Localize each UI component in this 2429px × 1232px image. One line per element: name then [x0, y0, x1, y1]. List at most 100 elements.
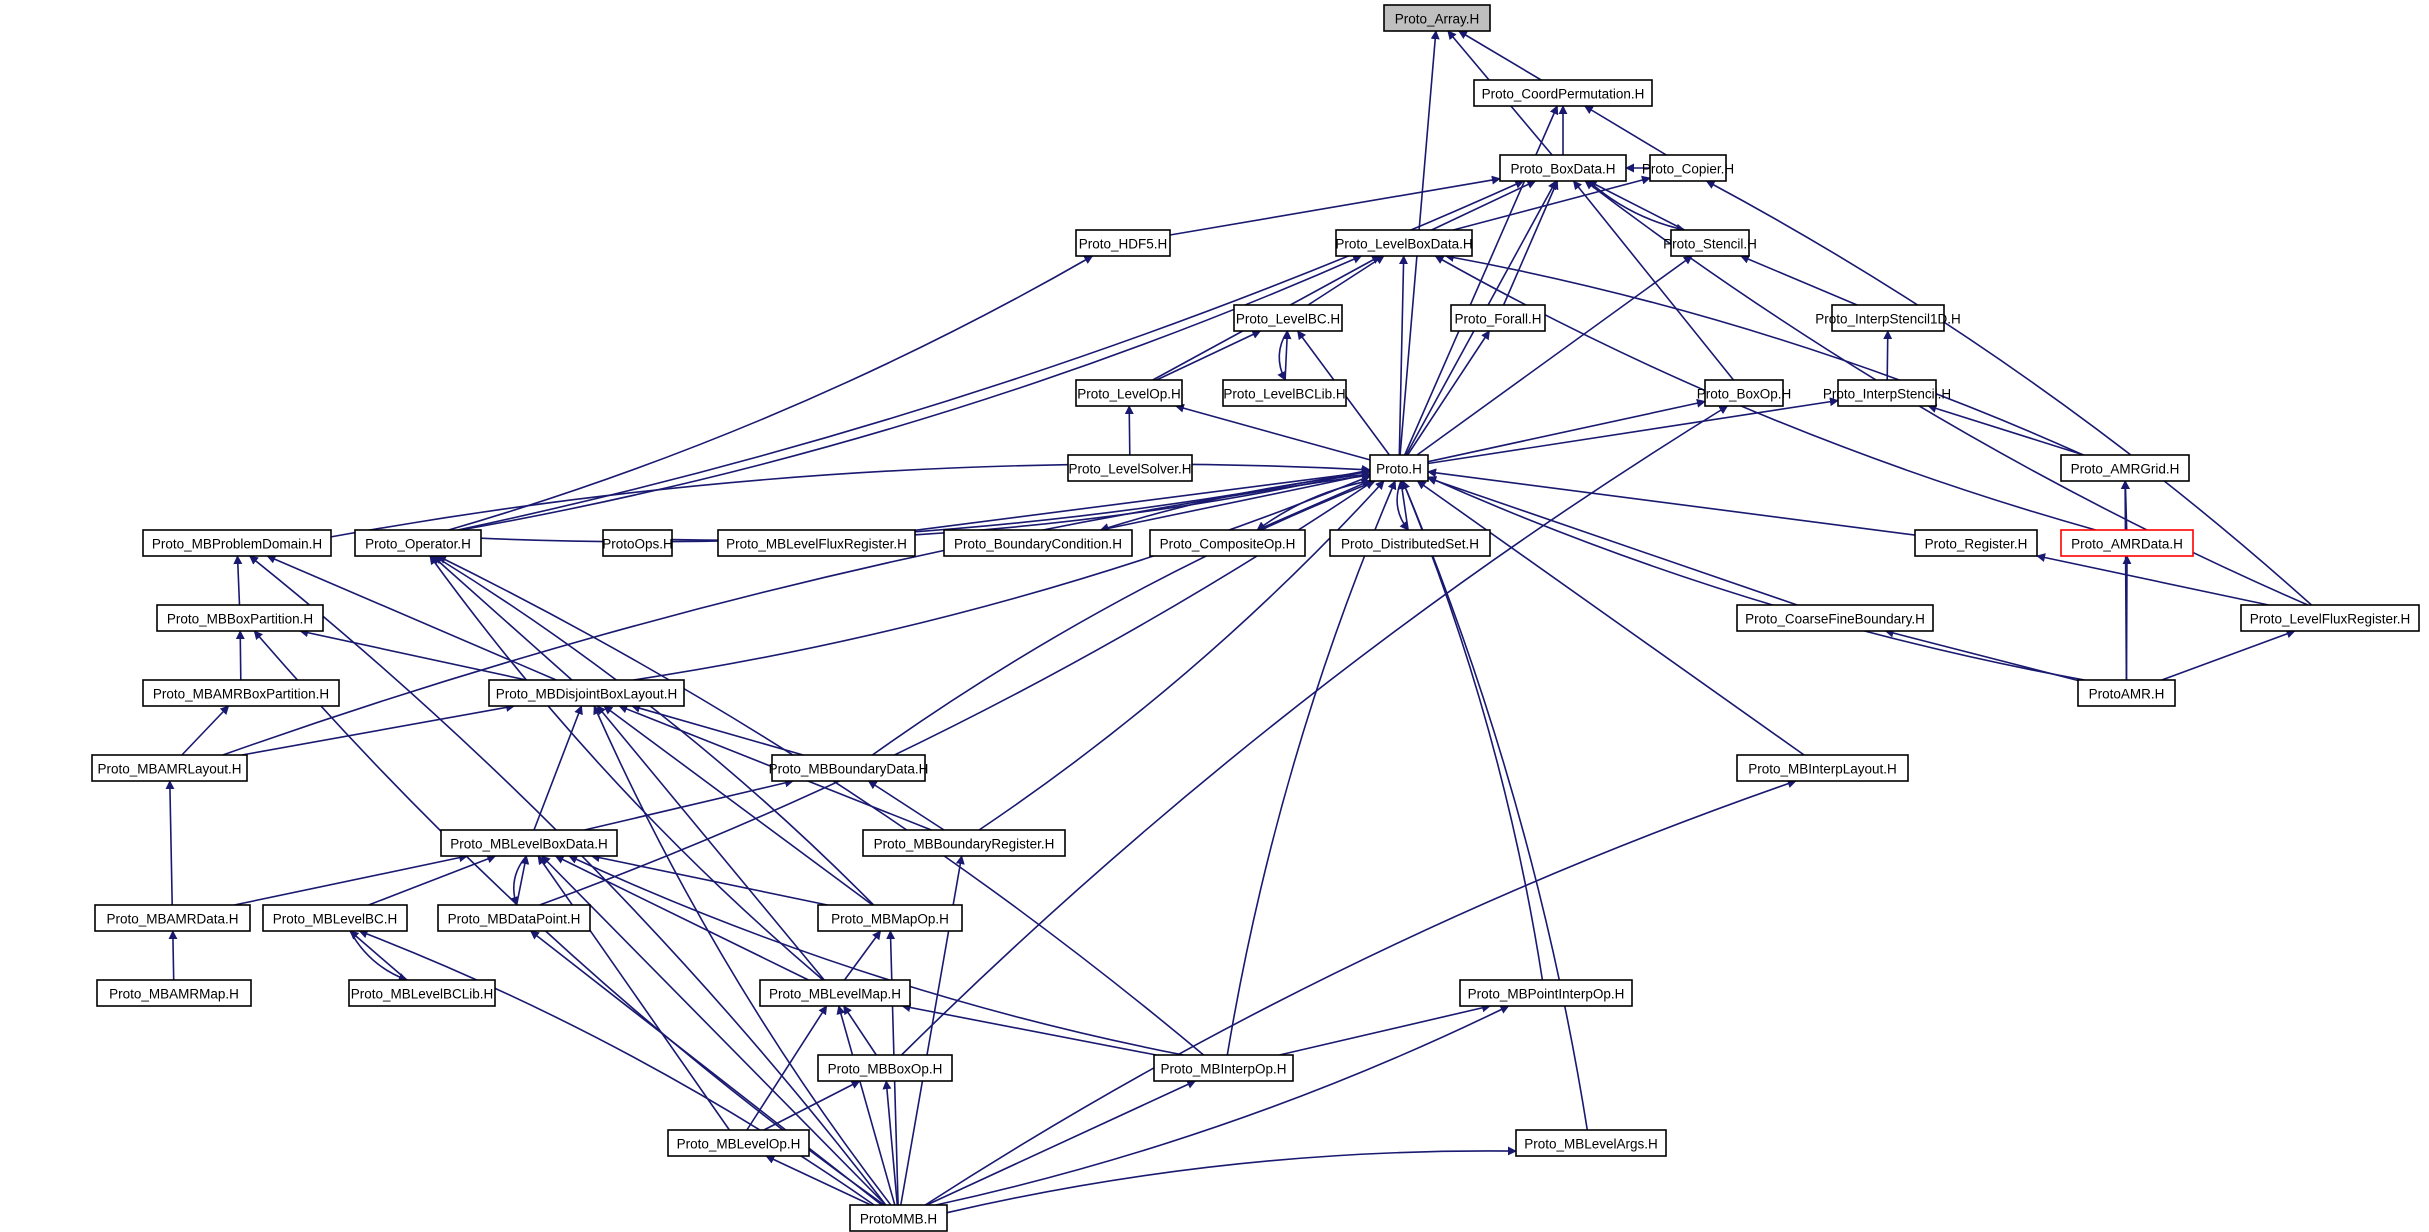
- node-box[interactable]: [142, 529, 332, 557]
- node-box[interactable]: [1075, 229, 1171, 257]
- node-box[interactable]: [2240, 604, 2420, 632]
- node-box[interactable]: [849, 1204, 948, 1232]
- node-box[interactable]: [262, 904, 408, 932]
- node-box[interactable]: [440, 829, 618, 857]
- node-levelbc[interactable]: Proto_LevelBC.H: [1233, 304, 1343, 332]
- node-mblevelfluxregister[interactable]: Proto_MBLevelFluxRegister.H: [717, 529, 916, 557]
- node-mbinterpop[interactable]: Proto_MBInterpOp.H: [1153, 1054, 1294, 1082]
- node-boxdata[interactable]: Proto_BoxData.H: [1499, 154, 1627, 182]
- node-box[interactable]: [91, 754, 248, 782]
- node-box[interactable]: [1222, 379, 1347, 407]
- node-levelbclib[interactable]: Proto_LevelBCLib.H: [1222, 379, 1347, 407]
- node-levelfluxregister[interactable]: Proto_LevelFluxRegister.H: [2240, 604, 2420, 632]
- node-mblevelbc[interactable]: Proto_MBLevelBC.H: [262, 904, 408, 932]
- node-array[interactable]: Proto_Array.H: [1383, 4, 1491, 32]
- node-box[interactable]: [771, 754, 926, 782]
- node-box[interactable]: [1670, 229, 1750, 257]
- node-register[interactable]: Proto_Register.H: [1914, 529, 2038, 557]
- node-box[interactable]: [817, 904, 963, 932]
- node-distributedset[interactable]: Proto_DistributedSet.H: [1329, 529, 1491, 557]
- node-box[interactable]: [943, 529, 1133, 557]
- node-box[interactable]: [1369, 454, 1429, 482]
- node-box[interactable]: [1473, 79, 1653, 107]
- node-box[interactable]: [1329, 529, 1491, 557]
- node-amrgrid[interactable]: Proto_AMRGrid.H: [2060, 454, 2190, 482]
- node-mbboxpartition[interactable]: Proto_MBBoxPartition.H: [156, 604, 324, 632]
- node-box[interactable]: [1459, 979, 1633, 1007]
- node-mblevelop[interactable]: Proto_MBLevelOp.H: [667, 1129, 810, 1157]
- node-mbdatapoint[interactable]: Proto_MBDataPoint.H: [437, 904, 591, 932]
- node-box[interactable]: [1383, 4, 1491, 32]
- node-interpstencil[interactable]: Proto_InterpStencil.H: [1823, 379, 1951, 407]
- node-box[interactable]: [1067, 454, 1193, 482]
- node-mbboundaryregister[interactable]: Proto_MBBoundaryRegister.H: [862, 829, 1066, 857]
- node-mblevelbclib[interactable]: Proto_MBLevelBCLib.H: [348, 979, 496, 1007]
- node-box[interactable]: [1837, 379, 1937, 407]
- node-box[interactable]: [862, 829, 1066, 857]
- node-levelop[interactable]: Proto_LevelOp.H: [1075, 379, 1183, 407]
- node-box[interactable]: [1515, 1129, 1667, 1157]
- node-levelsolver[interactable]: Proto_LevelSolver.H: [1067, 454, 1193, 482]
- node-box[interactable]: [2060, 529, 2194, 557]
- node-box[interactable]: [1499, 154, 1627, 182]
- node-box[interactable]: [437, 904, 591, 932]
- node-boxop[interactable]: Proto_BoxOp.H: [1697, 379, 1792, 407]
- node-stencil[interactable]: Proto_Stencil.H: [1663, 229, 1757, 257]
- node-box[interactable]: [1233, 304, 1343, 332]
- node-mbpointinterpop[interactable]: Proto_MBPointInterpOp.H: [1459, 979, 1633, 1007]
- node-proto[interactable]: Proto.H: [1369, 454, 1429, 482]
- node-box[interactable]: [1736, 604, 1934, 632]
- node-box[interactable]: [1831, 304, 1945, 332]
- node-box[interactable]: [1736, 754, 1909, 782]
- node-amrdata[interactable]: Proto_AMRData.H: [2060, 529, 2194, 557]
- node-box[interactable]: [1153, 1054, 1294, 1082]
- node-box[interactable]: [759, 979, 911, 1007]
- node-coordperm[interactable]: Proto_CoordPermutation.H: [1473, 79, 1653, 107]
- node-box[interactable]: [2077, 679, 2176, 707]
- node-mbboxop[interactable]: Proto_MBBoxOp.H: [817, 1054, 953, 1082]
- node-mbamrdata[interactable]: Proto_MBAMRData.H: [94, 904, 251, 932]
- node-box[interactable]: [156, 604, 324, 632]
- node-mblevelboxdata[interactable]: Proto_MBLevelBoxData.H: [440, 829, 618, 857]
- node-mbmapop[interactable]: Proto_MBMapOp.H: [817, 904, 963, 932]
- node-box[interactable]: [488, 679, 685, 707]
- node-box[interactable]: [348, 979, 496, 1007]
- node-box[interactable]: [602, 529, 673, 557]
- node-protommb[interactable]: ProtoMMB.H: [849, 1204, 948, 1232]
- node-boundarycondition[interactable]: Proto_BoundaryCondition.H: [943, 529, 1133, 557]
- node-mbamrlayout[interactable]: Proto_MBAMRLayout.H: [91, 754, 248, 782]
- node-levelboxdata[interactable]: Proto_LevelBoxData.H: [1335, 229, 1473, 257]
- node-mblevelmap[interactable]: Proto_MBLevelMap.H: [759, 979, 911, 1007]
- node-protoamr[interactable]: ProtoAMR.H: [2077, 679, 2176, 707]
- node-hdf5[interactable]: Proto_HDF5.H: [1075, 229, 1171, 257]
- node-box[interactable]: [667, 1129, 810, 1157]
- node-box[interactable]: [817, 1054, 953, 1082]
- node-protoops[interactable]: ProtoOps.H: [602, 529, 673, 557]
- node-box[interactable]: [1914, 529, 2038, 557]
- node-box[interactable]: [1450, 304, 1546, 332]
- node-mbproblemdomain[interactable]: Proto_MBProblemDomain.H: [142, 529, 332, 557]
- node-mbboundarydata[interactable]: Proto_MBBoundaryData.H: [769, 754, 929, 782]
- node-operator[interactable]: Proto_Operator.H: [354, 529, 482, 557]
- node-box[interactable]: [1149, 529, 1306, 557]
- node-box[interactable]: [142, 679, 340, 707]
- node-forall[interactable]: Proto_Forall.H: [1450, 304, 1546, 332]
- node-compositeop[interactable]: Proto_CompositeOp.H: [1149, 529, 1306, 557]
- node-box[interactable]: [1704, 379, 1784, 407]
- node-mblevelargs[interactable]: Proto_MBLevelArgs.H: [1515, 1129, 1667, 1157]
- node-interpstencil1d[interactable]: Proto_InterpStencil1D.H: [1815, 304, 1961, 332]
- node-mbdisjointboxlayout[interactable]: Proto_MBDisjointBoxLayout.H: [488, 679, 685, 707]
- node-box[interactable]: [2060, 454, 2190, 482]
- node-box[interactable]: [1075, 379, 1183, 407]
- node-coarsefineboundary[interactable]: Proto_CoarseFineBoundary.H: [1736, 604, 1934, 632]
- node-box[interactable]: [96, 979, 252, 1007]
- node-copier[interactable]: Proto_Copier.H: [1642, 154, 1734, 182]
- node-box[interactable]: [354, 529, 482, 557]
- node-mbamrmap[interactable]: Proto_MBAMRMap.H: [96, 979, 252, 1007]
- node-box[interactable]: [717, 529, 916, 557]
- node-box[interactable]: [1335, 229, 1473, 257]
- node-box[interactable]: [1649, 154, 1727, 182]
- node-mbinterplayout[interactable]: Proto_MBInterpLayout.H: [1736, 754, 1909, 782]
- node-mbamrboxpartition[interactable]: Proto_MBAMRBoxPartition.H: [142, 679, 340, 707]
- node-box[interactable]: [94, 904, 251, 932]
